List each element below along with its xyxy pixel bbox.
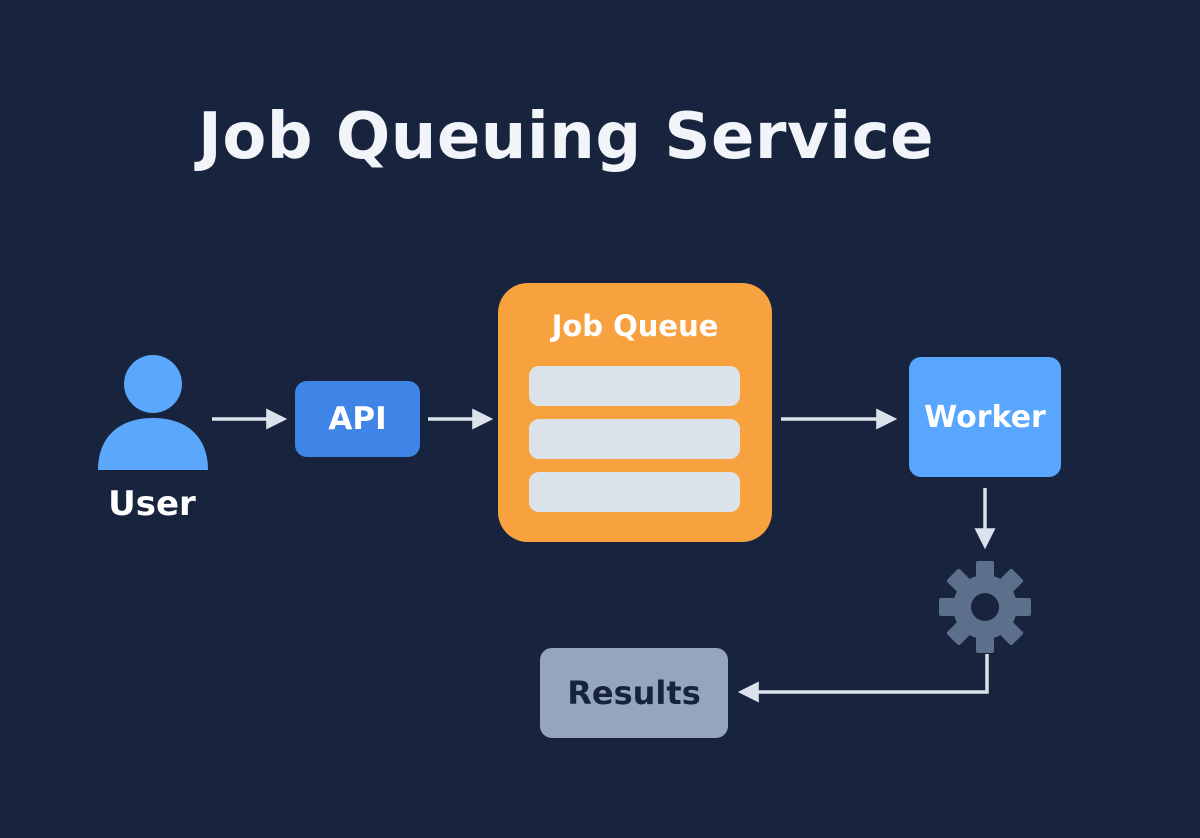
user-label: User bbox=[108, 484, 196, 524]
job-queue-node: Job Queue bbox=[498, 283, 772, 542]
api-node: API bbox=[295, 381, 420, 457]
diagram-title: Job Queuing Service bbox=[198, 100, 934, 174]
arrow-gear-to-results bbox=[737, 654, 989, 703]
worker-node: Worker bbox=[909, 357, 1061, 477]
queue-slot bbox=[529, 419, 740, 459]
user-icon bbox=[98, 355, 208, 470]
job-queue-label: Job Queue bbox=[551, 309, 719, 343]
results-node: Results bbox=[540, 648, 728, 738]
queue-slot bbox=[529, 472, 740, 512]
gear-icon bbox=[939, 561, 1031, 653]
queue-slot bbox=[529, 366, 740, 406]
